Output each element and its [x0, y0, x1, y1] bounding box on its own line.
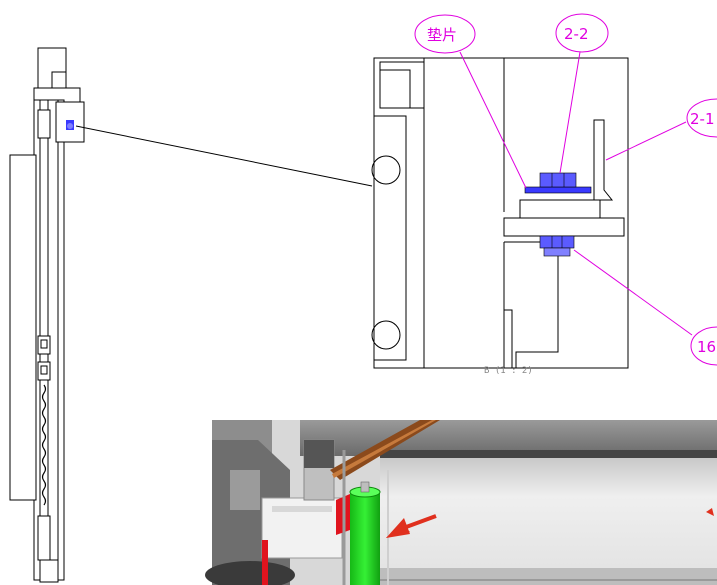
render-photo	[205, 420, 717, 585]
chain	[41, 384, 47, 506]
detail-view-label: B (1 : 2)	[484, 366, 533, 376]
callout-2-1: 2-1	[690, 110, 715, 128]
bolt-2-2	[524, 172, 592, 194]
callouts	[414, 13, 717, 366]
nut-16	[539, 235, 575, 257]
callout-2-2: 2-2	[564, 25, 589, 43]
detail-view-b	[371, 57, 629, 369]
side-view-assembly	[9, 47, 85, 583]
red-arrow-indicator	[386, 514, 437, 538]
callout-washer: 垫片	[427, 26, 457, 44]
detail-leader-line	[75, 125, 373, 187]
callout-16: 16	[697, 338, 716, 356]
side-view-bolt-marker	[66, 120, 74, 130]
